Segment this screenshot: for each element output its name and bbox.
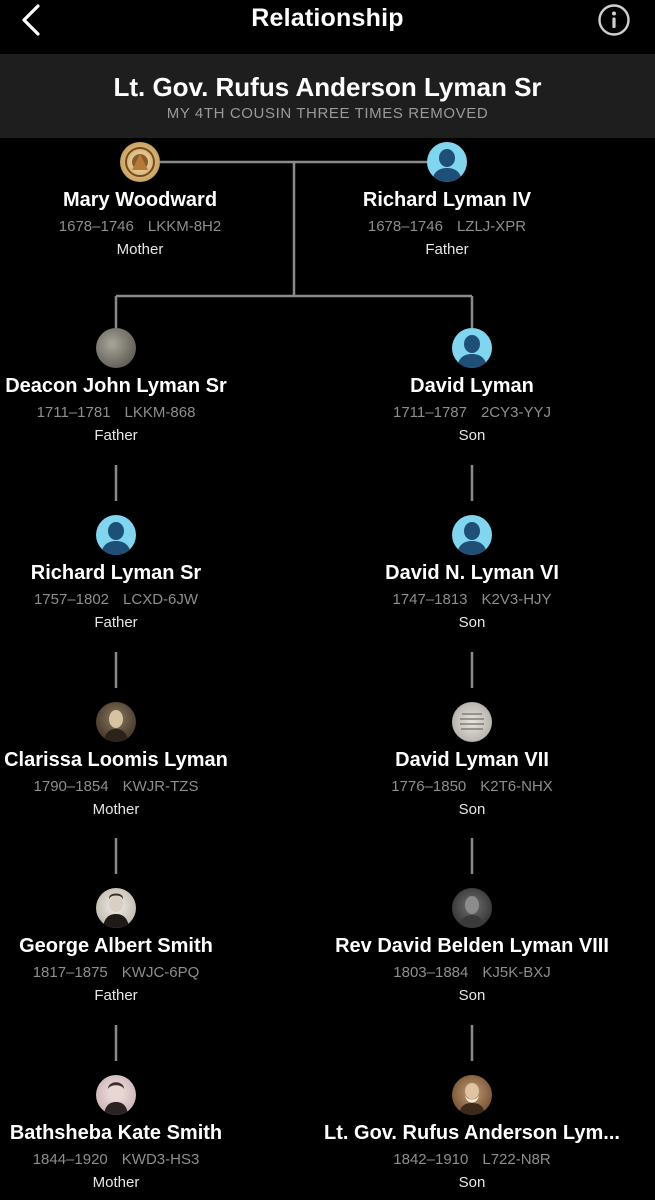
person-silhouette-icon [101,522,131,555]
person-meta: 1757–1802 LCXD-6JW [0,591,286,608]
person-id: LKKM-8H2 [147,218,222,235]
person-name: David Lyman VII [395,749,549,771]
person-name: Richard Lyman IV [362,189,532,211]
avatar [120,142,160,182]
target-person-name: Lt. Gov. Rufus Anderson Lyman Sr [113,72,542,102]
person-role: Son [458,801,486,818]
person-meta: 1711–1787 2CY3-YYJ [302,404,642,421]
seal-icon [125,147,155,177]
person-dates: 1776–1850 [391,778,467,795]
tree-connectors [114,160,474,1061]
avatar [427,142,467,182]
person-meta: 1678–1746 LKKM-8H2 [0,218,310,235]
person-dates: 1844–1920 [32,1151,108,1168]
person-role: Son [458,614,486,631]
avatar [452,702,492,742]
person-dates: 1790–1854 [33,778,109,795]
portrait-photo-icon [459,1083,485,1115]
person-role: Mother [116,241,164,258]
portrait-photo-icon [460,896,484,928]
person-role: Father [425,241,469,258]
person-role: Father [94,614,138,631]
person-role: Mother [92,1174,140,1191]
person-meta: 1844–1920 KWD3-HS3 [0,1151,286,1168]
person-role: Father [94,987,138,1004]
avatar [96,1075,136,1115]
person-id: KWJC-6PQ [121,964,200,981]
person-id: KWD3-HS3 [121,1151,200,1168]
person-meta: 1678–1746 LZLJ-XPR [277,218,617,235]
person-role: Son [458,987,486,1004]
person-dates: 1711–1781 [36,404,111,421]
person-name: David Lyman [410,375,534,397]
person-silhouette-icon [432,149,462,182]
document-photo-icon [460,713,484,730]
person-name: David N. Lyman VI [385,562,559,584]
avatar [452,328,492,368]
person-role: Mother [92,801,140,818]
person-meta: 1776–1850 K2T6-NHX [302,778,642,795]
person-id: KJ5K-BXJ [482,964,551,981]
person-name: Rev David Belden Lyman VIII [335,935,609,957]
person-role: Son [458,427,486,444]
person-id: K2T6-NHX [480,778,553,795]
person-dates: 1711–1787 [393,404,467,421]
portrait-photo-icon [104,710,128,742]
avatar [452,888,492,928]
person-meta: 1790–1854 KWJR-TZS [0,778,286,795]
person-id: KWJR-TZS [122,778,199,795]
person-name: Richard Lyman Sr [30,562,202,584]
avatar [96,888,136,928]
person-meta: 1711–1781 LKKM-868 [0,404,286,421]
person-dates: 1817–1875 [32,964,108,981]
avatar [96,702,136,742]
person-id: K2V3-HJY [481,591,552,608]
person-dates: 1678–1746 [367,218,443,235]
avatar [96,515,136,555]
person-dates: 1803–1884 [393,964,469,981]
person-dates: 1757–1802 [33,591,110,608]
person-name: Mary Woodward [62,189,218,211]
avatar [96,328,136,368]
relationship-label: MY 4TH COUSIN THREE TIMES REMOVED [166,105,489,122]
info-circle-icon[interactable] [597,3,631,37]
person-name: Deacon John Lyman Sr [5,375,227,397]
person-name: Lt. Gov. Rufus Anderson Lym... [324,1122,620,1144]
person-silhouette-icon [457,335,487,368]
person-id: L722-N8R [482,1151,551,1168]
person-silhouette-icon [457,522,487,555]
person-id: LCXD-6JW [123,591,199,608]
portrait-photo-icon [103,893,129,928]
person-name: Clarissa Loomis Lyman [4,749,228,771]
avatar [452,515,492,555]
relationship-header: Lt. Gov. Rufus Anderson Lyman Sr MY 4TH … [0,54,655,138]
page-title: Relationship [251,4,404,32]
person-id: LKKM-868 [124,404,196,421]
avatar [452,1075,492,1115]
person-id: LZLJ-XPR [456,218,527,235]
person-meta: 1817–1875 KWJC-6PQ [0,964,286,981]
person-meta: 1747–1813 K2V3-HJY [302,591,642,608]
person-role: Father [94,427,138,444]
nav-bar: Relationship [0,0,655,54]
person-name: Bathsheba Kate Smith [9,1122,223,1144]
person-dates: 1747–1813 [392,591,468,608]
person-name: George Albert Smith [19,935,213,957]
person-meta: 1803–1884 KJ5K-BXJ [302,964,642,981]
chevron-left-icon[interactable] [14,2,50,38]
person-dates: 1678–1746 [58,218,134,235]
person-id: 2CY3-YYJ [480,404,551,421]
person-dates: 1842–1910 [393,1151,469,1168]
person-meta: 1842–1910 L722-N8R [302,1151,642,1168]
portrait-photo-icon [104,1082,128,1115]
person-role: Son [458,1174,486,1191]
